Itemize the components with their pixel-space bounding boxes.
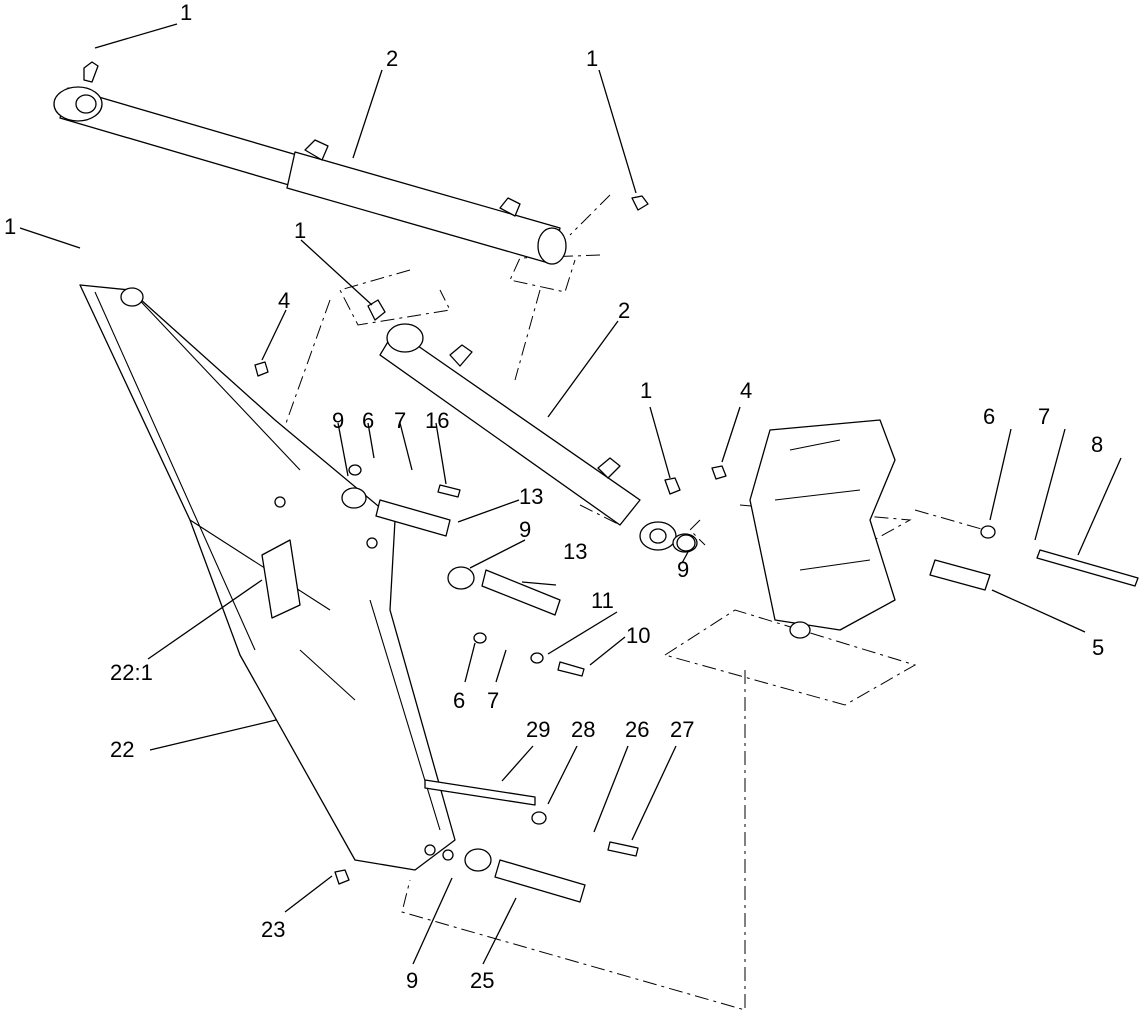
callout-29: 29 [526, 717, 550, 742]
leader-lines [19, 23, 1122, 965]
callout-5: 5 [1092, 635, 1104, 660]
callout-1-top-right: 1 [586, 46, 598, 71]
hydraulic-cylinder-middle [367, 299, 698, 553]
callout-16: 16 [425, 408, 449, 433]
hardware [254, 361, 1139, 903]
callout-11: 11 [591, 588, 614, 613]
callout-9-upper: 9 [332, 408, 344, 433]
callout-28: 28 [571, 717, 595, 742]
hydraulic-cylinder-top [53, 61, 649, 265]
callout-25: 25 [470, 968, 494, 993]
callout-27: 27 [670, 717, 694, 742]
callout-22: 22 [110, 737, 134, 762]
callout-7-right: 7 [1038, 404, 1050, 429]
callout-2-mid: 2 [618, 298, 630, 323]
callout-2-top: 2 [386, 46, 398, 71]
callout-6-right: 6 [983, 404, 995, 429]
callout-23: 23 [261, 917, 285, 942]
callout-9-right: 9 [677, 557, 689, 582]
callout-26: 26 [625, 717, 649, 742]
callout-1-left: 1 [4, 214, 16, 239]
callout-1-right: 1 [640, 378, 652, 403]
callout-labels: 1 2 1 1 1 4 2 1 4 9 6 7 16 13 9 13 9 6 7… [4, 0, 1104, 993]
callout-13-lower: 13 [563, 539, 587, 564]
assembly-lines [279, 194, 986, 1011]
mount-bracket [749, 419, 896, 639]
callout-8: 8 [1091, 432, 1103, 457]
callout-22-1: 22:1 [110, 660, 153, 685]
boom-arm [79, 284, 456, 871]
callout-6-upper: 6 [362, 408, 374, 433]
callout-4-left: 4 [278, 288, 290, 313]
callout-9-bottom: 9 [406, 968, 418, 993]
callout-1-top-left: 1 [180, 0, 192, 25]
callout-9-middle: 9 [519, 517, 531, 542]
callout-1-mid: 1 [294, 218, 306, 243]
callout-7-lower: 7 [487, 688, 499, 713]
callout-7-upper: 7 [394, 408, 406, 433]
callout-6-lower: 6 [453, 688, 465, 713]
callout-4-right: 4 [740, 378, 752, 403]
callout-10: 10 [626, 623, 650, 648]
callout-13-upper: 13 [519, 484, 543, 509]
